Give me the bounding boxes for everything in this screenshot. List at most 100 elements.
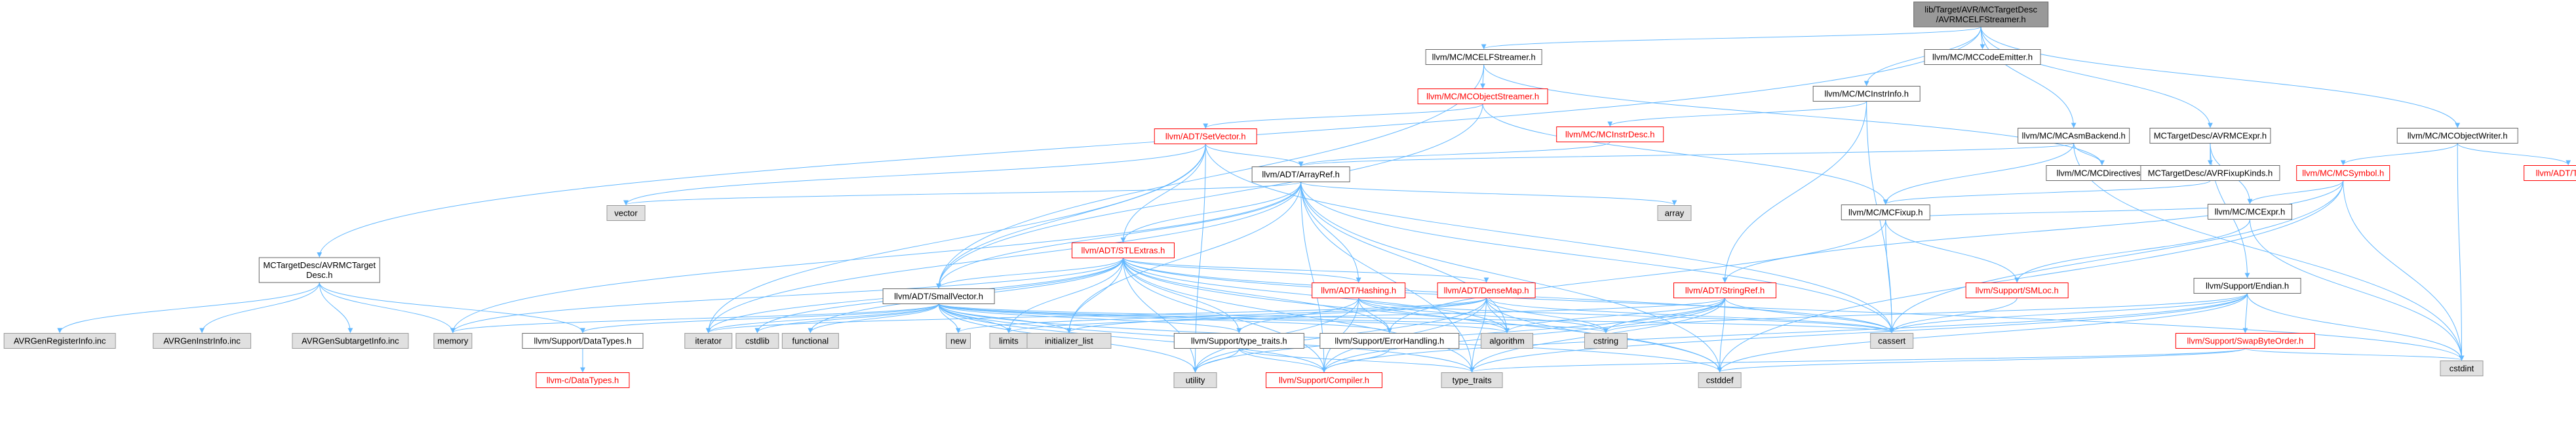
node-mcelfstreamer[interactable]: llvm/MC/MCELFStreamer.h — [1425, 49, 1542, 65]
node-mcdirectives[interactable]: llvm/MC/MCDirectives.h — [2046, 165, 2158, 181]
edge-setvector-to-arrayref — [1205, 144, 1304, 167]
node-box — [1173, 333, 1304, 349]
node-box — [735, 333, 779, 349]
edge-arrayref-to-memory — [450, 182, 1302, 334]
node-limits: limits — [989, 333, 1028, 349]
node-mcinstrdesc[interactable]: llvm/MC/MCInstrDesc.h — [1556, 127, 1664, 142]
node-label: llvm/MC/MCExpr.h — [2215, 207, 2286, 217]
node-label: llvm/ADT/STLExtras.h — [1082, 246, 1165, 256]
node-label: cstdint — [2449, 364, 2474, 374]
node-mcasmbackend[interactable]: llvm/MC/MCAsmBackend.h — [2018, 128, 2130, 144]
node-label: algorithm — [1489, 336, 1524, 346]
node-box — [882, 288, 995, 304]
node-label: llvm/MC/MCCodeEmitter.h — [1932, 52, 2033, 62]
node-box — [1417, 88, 1548, 104]
edge-mcsymbol-to-cstdint — [2343, 180, 2465, 361]
edge-mcasmbackend-to-mcfixup — [1883, 143, 2075, 205]
node-label: AVRGenSubtargetInfo.inc — [302, 336, 399, 346]
node-type-traits-h[interactable]: llvm/Support/type_traits.h — [1173, 333, 1304, 349]
node-mcobjectstreamer[interactable]: llvm/MC/MCObjectStreamer.h — [1417, 88, 1548, 104]
node-compiler[interactable]: llvm/Support/Compiler.h — [1266, 372, 1383, 388]
node-mcobjectwriter[interactable]: llvm/MC/MCObjectWriter.h — [2396, 128, 2518, 144]
node-label: llvm/Support/SwapByteOrder.h — [2187, 336, 2304, 346]
node-errorhandling[interactable]: llvm/Support/ErrorHandling.h — [1319, 333, 1460, 349]
edge-smallvector-to-new — [938, 303, 961, 334]
node-box — [945, 333, 971, 349]
edge-stringref-to-algorithm — [1504, 298, 1726, 334]
edge-root-to-mcelfstreamer — [1481, 26, 1981, 50]
node-mccodeemitter[interactable]: llvm/MC/MCCodeEmitter.h — [1924, 49, 2041, 65]
node-densemap[interactable]: llvm/ADT/DenseMap.h — [1437, 283, 1536, 298]
node-box — [2524, 165, 2576, 181]
node-mcsymbol[interactable]: llvm/MC/MCSymbol.h — [2296, 165, 2391, 181]
node-triple[interactable]: llvm/ADT/Triple.h — [2524, 165, 2576, 181]
node-swapbyteorder[interactable]: llvm/Support/SwapByteOrder.h — [2175, 333, 2315, 349]
edge-avrmctargetdesc-to-avrgensubtargetinfo — [319, 282, 353, 334]
node-label: utility — [1186, 376, 1205, 385]
node-label: llvm/Support/Endian.h — [2206, 281, 2289, 291]
node-c-datatypes[interactable]: llvm-c/DataTypes.h — [536, 372, 630, 388]
edge-setvector-to-cassert — [1205, 144, 1895, 334]
node-utility: utility — [1173, 372, 1217, 388]
edge-mcsymbol-to-cstddef — [1717, 180, 2344, 373]
edge-densemap-to-iterator — [706, 298, 1487, 334]
node-datatypes-h[interactable]: llvm/Support/DataTypes.h — [522, 333, 644, 349]
edge-mcobjectstreamer-to-smallvector — [936, 104, 1483, 289]
edge-smallvector-to-algorithm — [938, 303, 1510, 334]
node-label: llvm/MC/MCInstrDesc.h — [1565, 130, 1655, 140]
node-box — [1965, 283, 2069, 298]
node-iterator: iterator — [684, 333, 733, 349]
node-label: new — [950, 336, 966, 346]
node-stringref[interactable]: llvm/ADT/StringRef.h — [1673, 283, 1777, 298]
node-cassert: cassert — [1870, 333, 1914, 349]
node-label: llvm/Support/DataTypes.h — [534, 336, 632, 346]
node-smallvector[interactable]: llvm/ADT/SmallVector.h — [882, 288, 995, 304]
edge-stlextras-to-initializer_list — [1066, 258, 1123, 334]
node-box — [1319, 333, 1460, 349]
node-box — [1266, 372, 1383, 388]
node-label: iterator — [695, 336, 722, 346]
node-label: llvm/Support/ErrorHandling.h — [1335, 336, 1444, 346]
node-label: vector — [614, 208, 638, 218]
node-box — [522, 333, 644, 349]
node-box — [1657, 205, 1692, 221]
edge-type_traits_h-to-compiler — [1238, 348, 1327, 373]
node-label: llvm/ADT/Triple.h — [2536, 168, 2576, 178]
node-endian[interactable]: llvm/Support/Endian.h — [2193, 278, 2301, 294]
node-avrfixupkinds[interactable]: MCTargetDesc/AVRFixupKinds.h — [2140, 165, 2280, 181]
edge-hashing-to-cassert — [1358, 298, 1894, 334]
edge-mcinstrdesc-to-arrayref — [1298, 142, 1610, 167]
node-label: Desc.h — [306, 270, 332, 280]
node-box — [1698, 372, 1742, 388]
node-mcinstrinfo[interactable]: llvm/MC/MCInstrInfo.h — [1812, 86, 1921, 102]
edge-arrayref-to-initializer_list — [1066, 182, 1302, 334]
node-root[interactable]: lib/Target/AVR/MCTargetDesc/AVRMCELFStre… — [1913, 1, 2049, 28]
node-arrayref[interactable]: llvm/ADT/ArrayRef.h — [1251, 166, 1350, 182]
edge-smallvector-to-type_traits_h — [938, 303, 1242, 334]
node-box — [1870, 333, 1914, 349]
edge-mcasmbackend-to-arrayref — [1298, 143, 2075, 167]
node-box — [1441, 372, 1503, 388]
edge-mcsymbol-to-stringref — [1722, 180, 2344, 283]
edge-mcexpr-to-smloc — [2014, 219, 2250, 283]
node-setvector[interactable]: llvm/ADT/SetVector.h — [1154, 128, 1257, 144]
node-box — [2018, 128, 2130, 144]
node-box — [1312, 283, 1406, 298]
edge-densemap-to-type_traits — [1469, 298, 1487, 373]
node-cstdint: cstdint — [2440, 361, 2484, 376]
edge-smallvector-to-memory — [450, 303, 939, 334]
node-stlextras[interactable]: llvm/ADT/STLExtras.h — [1071, 243, 1175, 258]
node-mcexpr[interactable]: llvm/MC/MCExpr.h — [2207, 204, 2292, 220]
edge-smallvector-to-cstdlib — [754, 303, 939, 334]
node-label: cassert — [1878, 336, 1905, 346]
node-new: new — [945, 333, 971, 349]
node-smloc[interactable]: llvm/Support/SMLoc.h — [1965, 283, 2069, 298]
node-avrmcexpr[interactable]: MCTargetDesc/AVRMCExpr.h — [2149, 128, 2271, 144]
edge-endian-to-cstddef — [1717, 293, 2248, 373]
node-label: llvm/Support/Compiler.h — [1279, 376, 1369, 385]
edge-arrayref-to-array — [1300, 182, 1677, 206]
node-hashing[interactable]: llvm/ADT/Hashing.h — [1312, 283, 1406, 298]
node-mcfixup[interactable]: llvm/MC/MCFixup.h — [1841, 205, 1930, 220]
